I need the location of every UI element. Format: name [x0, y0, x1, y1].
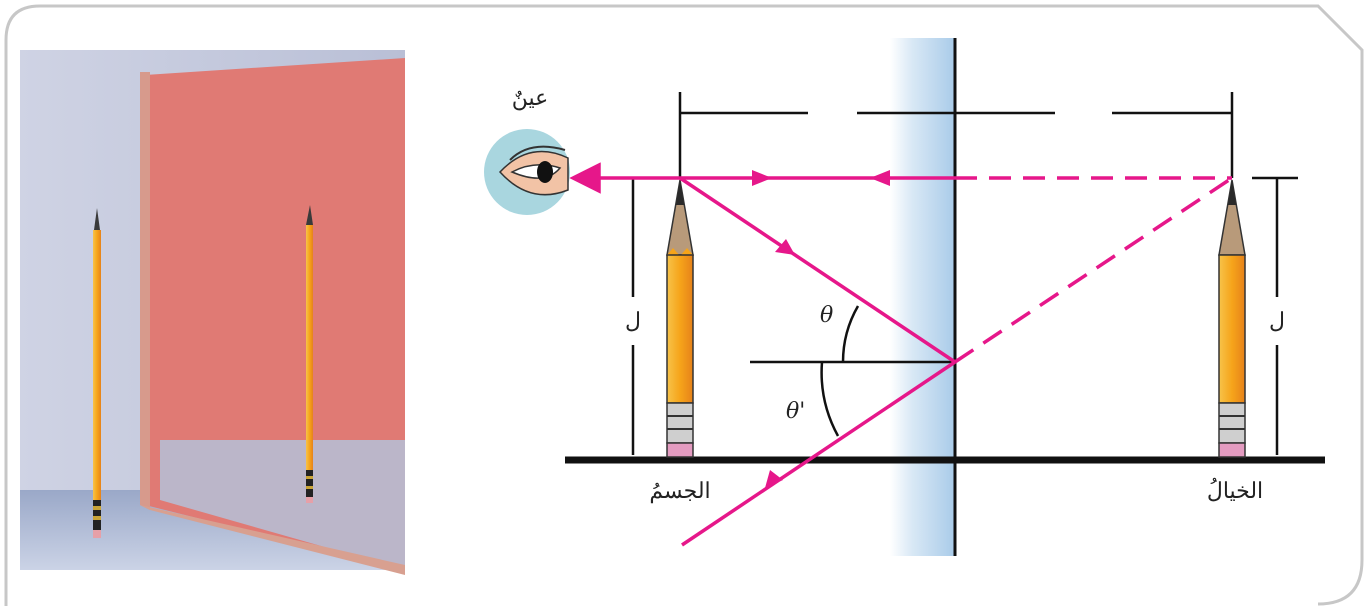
theta-prime-label: θ' — [786, 399, 805, 424]
ray-arrows — [752, 170, 890, 488]
distance-dimension — [678, 92, 1234, 178]
image-pencil — [1218, 179, 1246, 458]
reflected-pencil — [306, 205, 313, 503]
mirror-glass — [890, 38, 955, 556]
object-pencil — [666, 179, 694, 458]
object-label: الجسمُ — [649, 479, 710, 504]
pencil-icon — [93, 208, 101, 538]
image-label: الخيالُ — [1207, 477, 1263, 504]
angle-arc-incidence — [841, 305, 860, 363]
eye-label: عينٌ — [512, 86, 549, 111]
image-height-marker — [1252, 176, 1298, 455]
mirror-photo — [20, 50, 405, 575]
theta-label: θ — [820, 303, 833, 328]
angle-arc-reflection — [820, 361, 840, 437]
length-label-image: ل — [1269, 309, 1285, 334]
card-frame — [4, 4, 1364, 606]
length-label-object: ل — [625, 309, 641, 334]
eye-icon — [484, 129, 570, 215]
